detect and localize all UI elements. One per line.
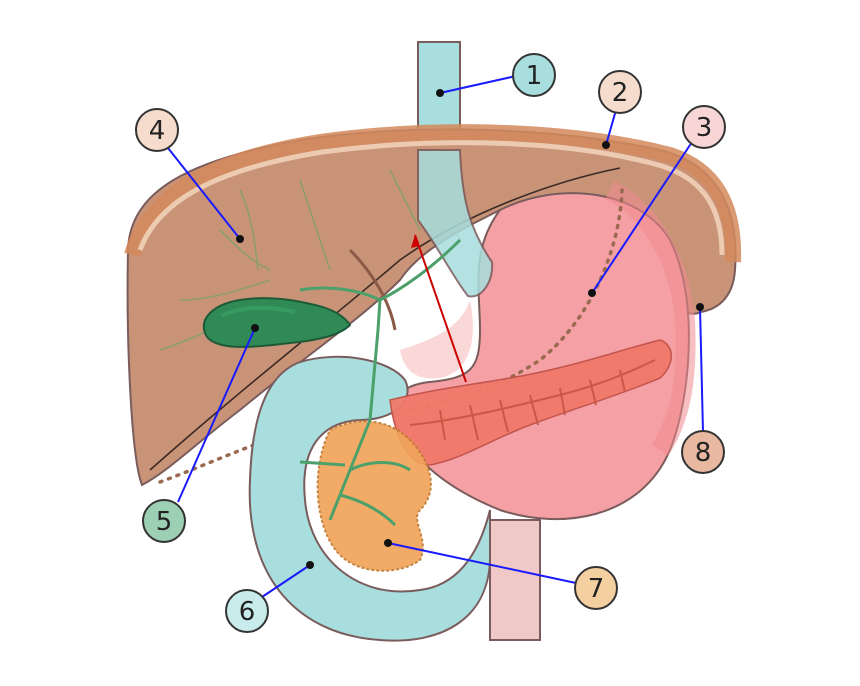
- red-arrow: [411, 234, 467, 383]
- label-8-circle: [681, 430, 725, 474]
- label-1-text: 1: [526, 61, 543, 91]
- pancreas: [389, 339, 672, 466]
- label-4-circle: [135, 108, 179, 152]
- label-8-text: 8: [695, 438, 712, 468]
- vessel-lower: [489, 519, 541, 641]
- bile-ducts: [299, 238, 462, 527]
- label-2-circle: [598, 70, 642, 114]
- label-6-circle: [225, 589, 269, 633]
- pancreatic-head: [316, 420, 432, 572]
- label-3: 3: [682, 105, 726, 149]
- label-3-text: 3: [696, 113, 713, 143]
- label-5-circle: [142, 499, 186, 543]
- label-4-text: 4: [149, 116, 166, 146]
- label-6: 6: [225, 589, 269, 633]
- label-7-text: 7: [588, 574, 605, 604]
- callouts: 1 2 3 4 5: [135, 53, 726, 633]
- label-5: 5: [142, 499, 186, 543]
- label-6-text: 6: [239, 597, 256, 627]
- label-2-text: 2: [612, 78, 629, 108]
- label-4: 4: [135, 108, 179, 152]
- label-1-circle: [512, 53, 556, 97]
- gallbladder: [202, 297, 352, 348]
- label-1: 1: [512, 53, 556, 97]
- label-3-circle: [682, 105, 726, 149]
- label-2: 2: [598, 70, 642, 114]
- label-7: 7: [574, 566, 618, 610]
- label-8: 8: [681, 430, 725, 474]
- label-5-text: 5: [156, 507, 173, 537]
- label-7-circle: [574, 566, 618, 610]
